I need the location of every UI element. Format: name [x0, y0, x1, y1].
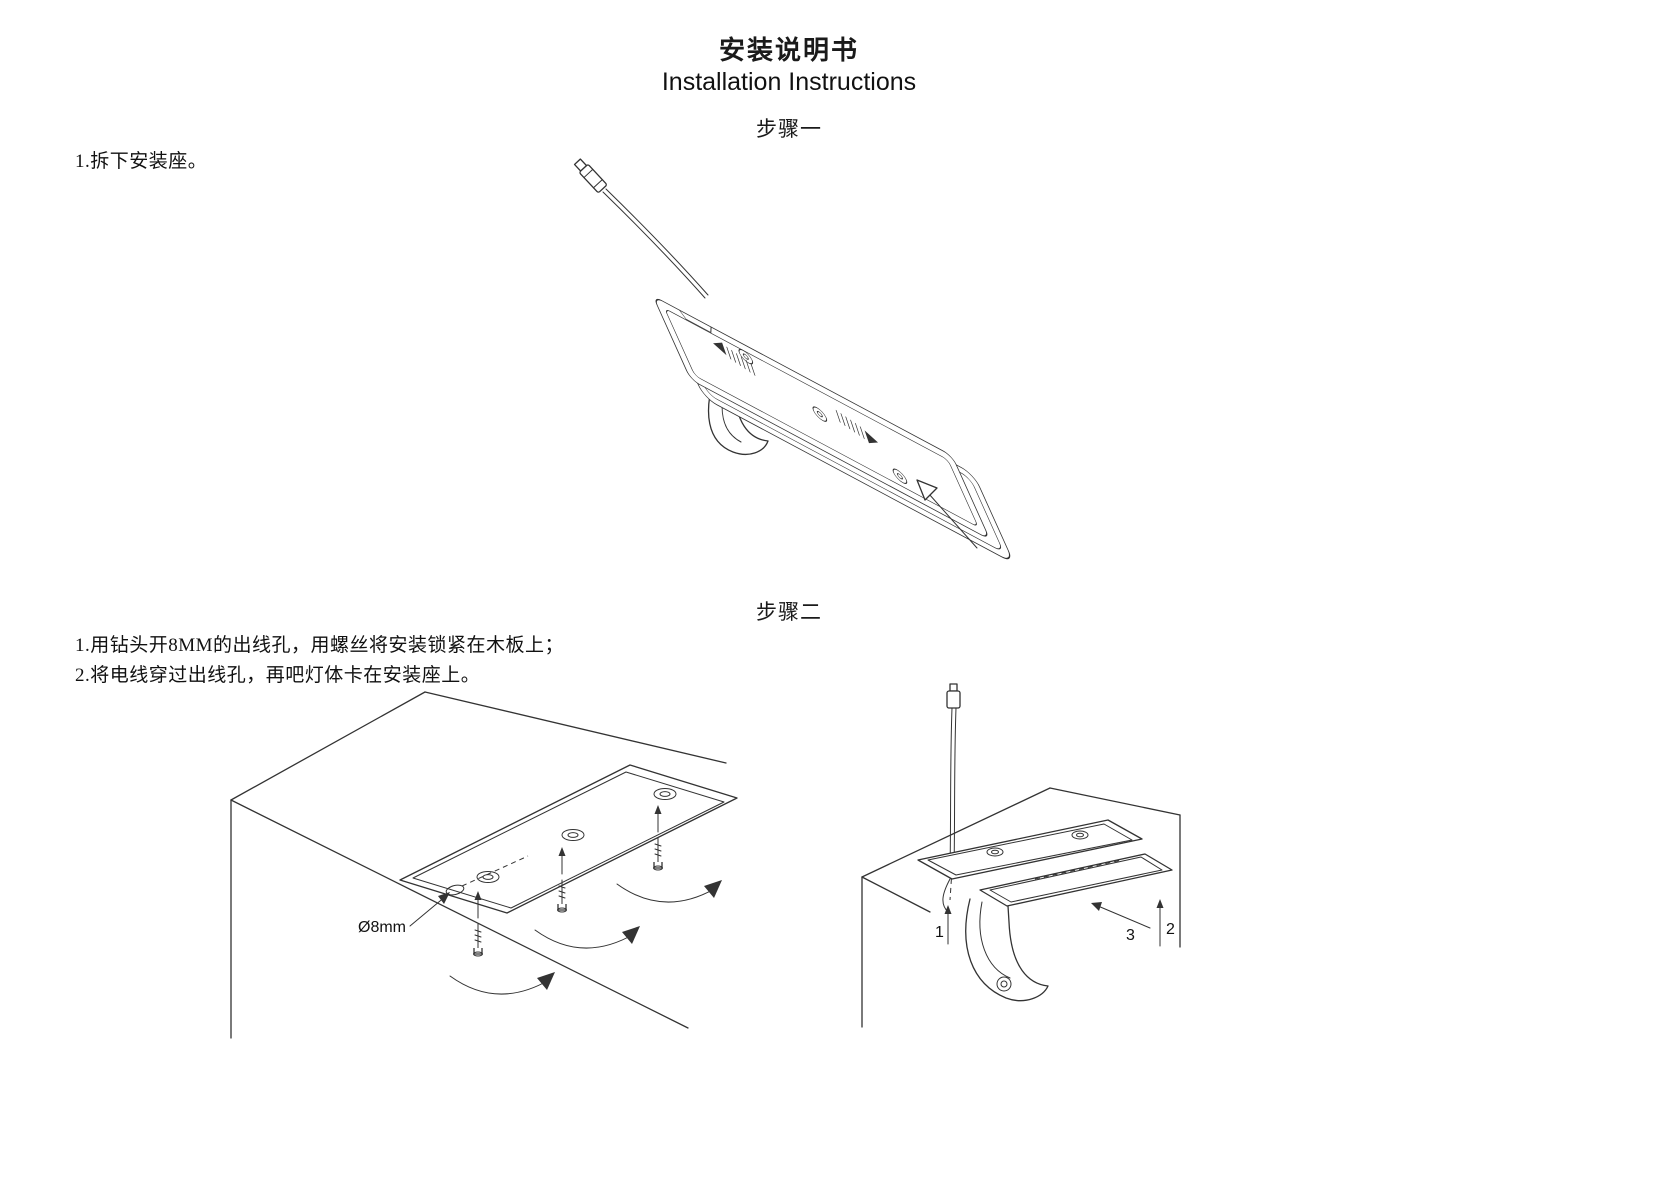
cable-connector	[573, 158, 607, 193]
mounting-plate	[399, 764, 738, 914]
screw	[557, 847, 567, 913]
step1-heading: 步骤一	[756, 118, 822, 141]
step-arrow-2	[1156, 899, 1164, 947]
screw-boss	[561, 829, 585, 841]
step-number-3: 3	[1126, 927, 1135, 944]
screw-boss	[986, 847, 1004, 857]
power-button	[996, 976, 1012, 992]
rotation-arrow	[616, 880, 722, 903]
figure-step1-lamp-diagram	[573, 158, 1011, 560]
slide-arrow-mark	[835, 409, 879, 444]
screw-hole	[892, 468, 908, 484]
rotation-arrow	[449, 972, 555, 995]
step-number-1: 1	[935, 924, 944, 941]
figure-step2-mounting-diagram: Ø8mm	[230, 691, 738, 1039]
removal-arrow	[916, 479, 978, 549]
slide-arrow-mark	[713, 342, 756, 376]
screw-boss	[476, 871, 500, 883]
lamp-body	[979, 853, 1173, 907]
step2-heading: 步骤二	[756, 601, 822, 624]
step-arrow-1	[944, 905, 952, 945]
screw-hole	[812, 406, 828, 422]
wood-board	[230, 691, 727, 1039]
wire-hole	[445, 884, 465, 896]
power-cable	[602, 191, 706, 299]
screw-boss	[653, 788, 677, 800]
mounting-plate	[655, 298, 988, 537]
screw	[473, 891, 483, 957]
step1-instruction: 1.拆下安装座。	[75, 151, 208, 172]
shelf-board	[861, 787, 1181, 1028]
step2-instruction-line1: 1.用钻头开8MM的出线孔，用螺丝将安装锁紧在木板上；	[75, 635, 565, 656]
figure-step2-attach-diagram: 1 3 2	[861, 683, 1181, 1028]
page-title-english: Installation Instructions	[661, 68, 917, 96]
screw	[653, 805, 663, 871]
lamp-bracket	[965, 898, 1049, 1002]
step2-instruction-line2: 2.将电线穿过出线孔，再吧灯体卡在安装座上。	[75, 665, 481, 686]
step-arrow-3	[1091, 902, 1151, 929]
step-number-2: 2	[1166, 921, 1175, 938]
hole-diameter-label: Ø8mm	[358, 919, 406, 936]
page-title-chinese: 安装说明书	[718, 35, 859, 65]
rotation-arrow	[534, 926, 640, 949]
screw-boss	[1071, 830, 1089, 840]
screw-hole	[738, 348, 754, 365]
cable-connector	[946, 683, 961, 709]
